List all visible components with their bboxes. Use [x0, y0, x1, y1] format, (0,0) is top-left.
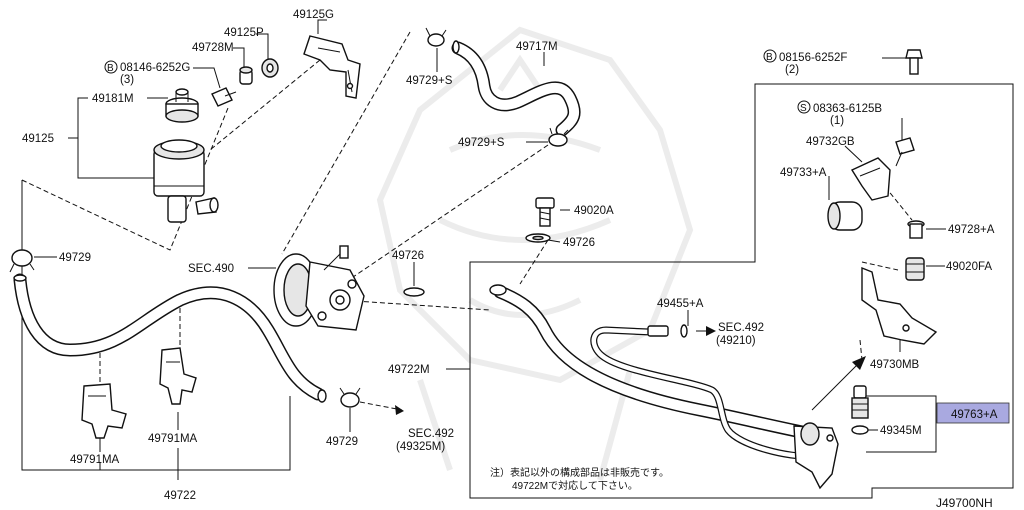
label-49726-lower: 49726 — [392, 250, 424, 262]
label-49020A: 49020A — [574, 205, 614, 217]
label-49728M: 49728M — [192, 42, 234, 54]
label-49729S-mid: 49729+S — [458, 137, 505, 149]
reservoir-49125 — [153, 139, 219, 223]
label-49717M: 49717M — [516, 41, 558, 53]
screw-08363-6125B — [895, 137, 915, 167]
label-49729-left: 49729 — [59, 252, 91, 264]
label-49125P: 49125P — [224, 27, 264, 39]
label-49728A: 49728+A — [948, 224, 995, 236]
arrow-sec492-bottom — [359, 401, 404, 415]
grommet-49728A — [907, 220, 925, 239]
label-49125: 49125 — [22, 133, 54, 145]
highlight-49763A — [936, 402, 1010, 424]
clamp-49729-bottom — [339, 387, 361, 408]
label-08156-qty: (2) — [785, 64, 799, 76]
label-sec492-bottom-ref: (49325M) — [396, 441, 445, 453]
label-49763A: 49763+A — [951, 409, 998, 421]
return-hose-49722 — [13, 273, 327, 403]
label-49125G: 49125G — [293, 9, 334, 21]
clamp-49729S-mid — [548, 127, 569, 147]
bushing-49125P — [261, 58, 279, 78]
label-08146-6252G: 08146-6252G — [120, 62, 190, 74]
clip-49791MA-left — [81, 383, 127, 439]
screw-marker-08363: S — [797, 100, 811, 114]
label-49730MB: 49730MB — [870, 359, 920, 371]
label-49181M: 49181M — [92, 93, 134, 105]
label-08146-qty: (3) — [120, 74, 134, 86]
bracket-49125G — [303, 35, 361, 99]
washer-49726-lower — [403, 287, 425, 297]
bolt-marker-letter: B — [107, 63, 114, 74]
label-08363-6125B: 08363-6125B — [813, 103, 882, 115]
label-49729-bottom: 49729 — [326, 436, 358, 448]
label-08156-6252F: 08156-6252F — [779, 52, 847, 64]
bracket-49730MB — [861, 266, 938, 345]
bolt-marker-08156: B — [763, 49, 777, 63]
label-sec492-bottom: SEC.492 — [408, 428, 454, 440]
grommet-49728M — [239, 66, 253, 85]
note-line-2: 49722Mで対応して下さい。 — [512, 479, 638, 492]
label-49455A: 49455+A — [657, 298, 704, 310]
label-08363-qty: (1) — [830, 115, 844, 127]
hose-49717M — [451, 40, 581, 137]
clip-49791MA-mid — [159, 347, 197, 405]
bolt-marker-letter: B — [766, 52, 773, 63]
assembly-frame — [469, 83, 1014, 499]
washer-49726-upper — [525, 233, 551, 243]
pump-sec490 — [273, 245, 365, 331]
label-49791MA-left: 49791MA — [70, 454, 120, 466]
label-sec490: SEC.490 — [188, 263, 234, 275]
label-49345M: 49345M — [880, 425, 922, 437]
label-49020FA: 49020FA — [946, 261, 992, 273]
labels: 49125G 49125P 49728M B 08146-6252G (3) 4… — [22, 9, 998, 510]
insulator-49733A — [827, 201, 863, 231]
assembly-arrow — [811, 356, 866, 411]
label-49791MA-mid: 49791MA — [148, 433, 198, 445]
oring-49455A — [680, 324, 716, 338]
label-sec492-right-ref: (49210) — [716, 335, 756, 347]
label-49729S-top: 49729+S — [406, 75, 453, 87]
connector-bolt-49020A — [535, 197, 555, 227]
label-49732GB: 49732GB — [806, 136, 855, 148]
sensor-49763A — [851, 385, 869, 419]
label-49726-upper: 49726 — [563, 237, 595, 249]
reservoir-cap-49181M — [165, 88, 199, 123]
label-49722M: 49722M — [388, 364, 430, 376]
screw-marker-letter: S — [800, 103, 807, 114]
clamp-49732GB — [850, 157, 891, 201]
label-49733A: 49733+A — [780, 167, 827, 179]
bolt-08146-6252G — [211, 87, 237, 107]
hose-assembly-49722M — [489, 284, 839, 490]
bolt-08156-6252F — [905, 49, 923, 75]
connector-49020FA — [905, 257, 925, 281]
bolt-marker-08146: B — [104, 60, 118, 74]
clamp-49729-left — [9, 249, 35, 273]
leader-lines — [21, 19, 946, 480]
note-line-1: 注）表記以外の構成部品は非販売です。 — [490, 466, 669, 479]
label-49722: 49722 — [164, 490, 196, 502]
label-sec492-right: SEC.492 — [718, 322, 764, 334]
diagram-code: J49700NH — [936, 496, 993, 510]
washer-49345M — [851, 425, 869, 435]
clamp-49729S-top — [425, 27, 447, 47]
